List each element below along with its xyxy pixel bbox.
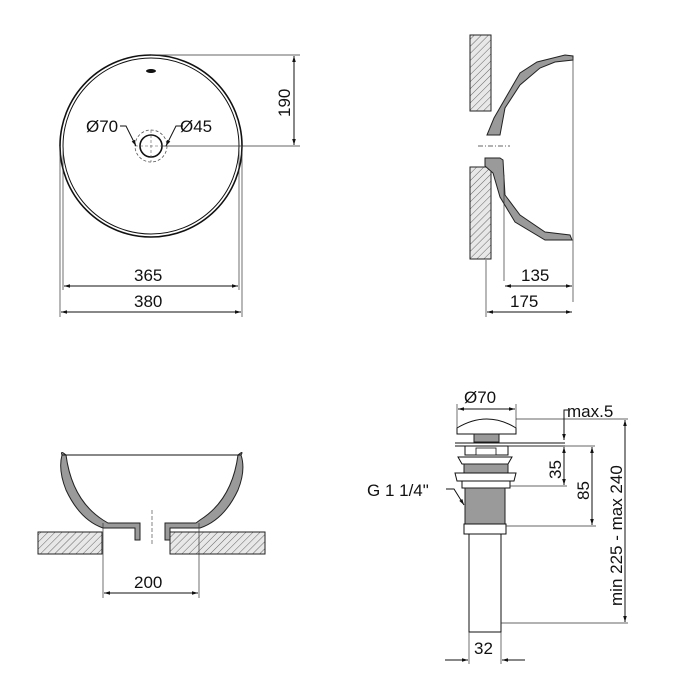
cutout-width-label: 200: [134, 573, 162, 592]
total-length-label: min 225 - max 240: [607, 465, 626, 606]
top-view: [59, 54, 300, 317]
drain-cap: [456, 418, 517, 435]
front-section-view: [37, 452, 266, 598]
side-section-view: [469, 34, 574, 317]
outer-width-label: 380: [134, 292, 162, 311]
counter-left: [37, 531, 103, 555]
cap-stem: [473, 433, 500, 443]
basin-left-wall: [60, 452, 141, 541]
countertop-lower: [469, 166, 492, 260]
countertop-upper: [469, 34, 492, 112]
inner-width-label: 365: [134, 266, 162, 285]
thread-spec-label: G 1 1/4": [367, 481, 429, 500]
thread-height-label: 85: [574, 481, 593, 500]
drain-inner-diameter-label: Ø45: [180, 117, 212, 136]
bowl-depth-label: 135: [521, 266, 549, 285]
basin-wall-lower: [484, 157, 573, 241]
cap-diameter-label: Ø70: [464, 388, 496, 407]
overflow-hole: [146, 69, 156, 73]
drain-outer-diameter-label: Ø70: [86, 117, 118, 136]
pipe-diameter-label: 32: [474, 639, 493, 658]
depth-190-label: 190: [275, 89, 294, 117]
drain-view: [445, 404, 628, 664]
basin-wall-upper: [486, 54, 574, 136]
basin-right-wall: [164, 452, 244, 541]
drain-pipe: [468, 533, 502, 633]
threaded-section: [464, 487, 506, 525]
cap-gap-label: max.5: [567, 402, 613, 421]
counter-right: [169, 531, 266, 555]
flange-height-label: 35: [546, 460, 565, 479]
total-depth-label: 175: [510, 292, 538, 311]
